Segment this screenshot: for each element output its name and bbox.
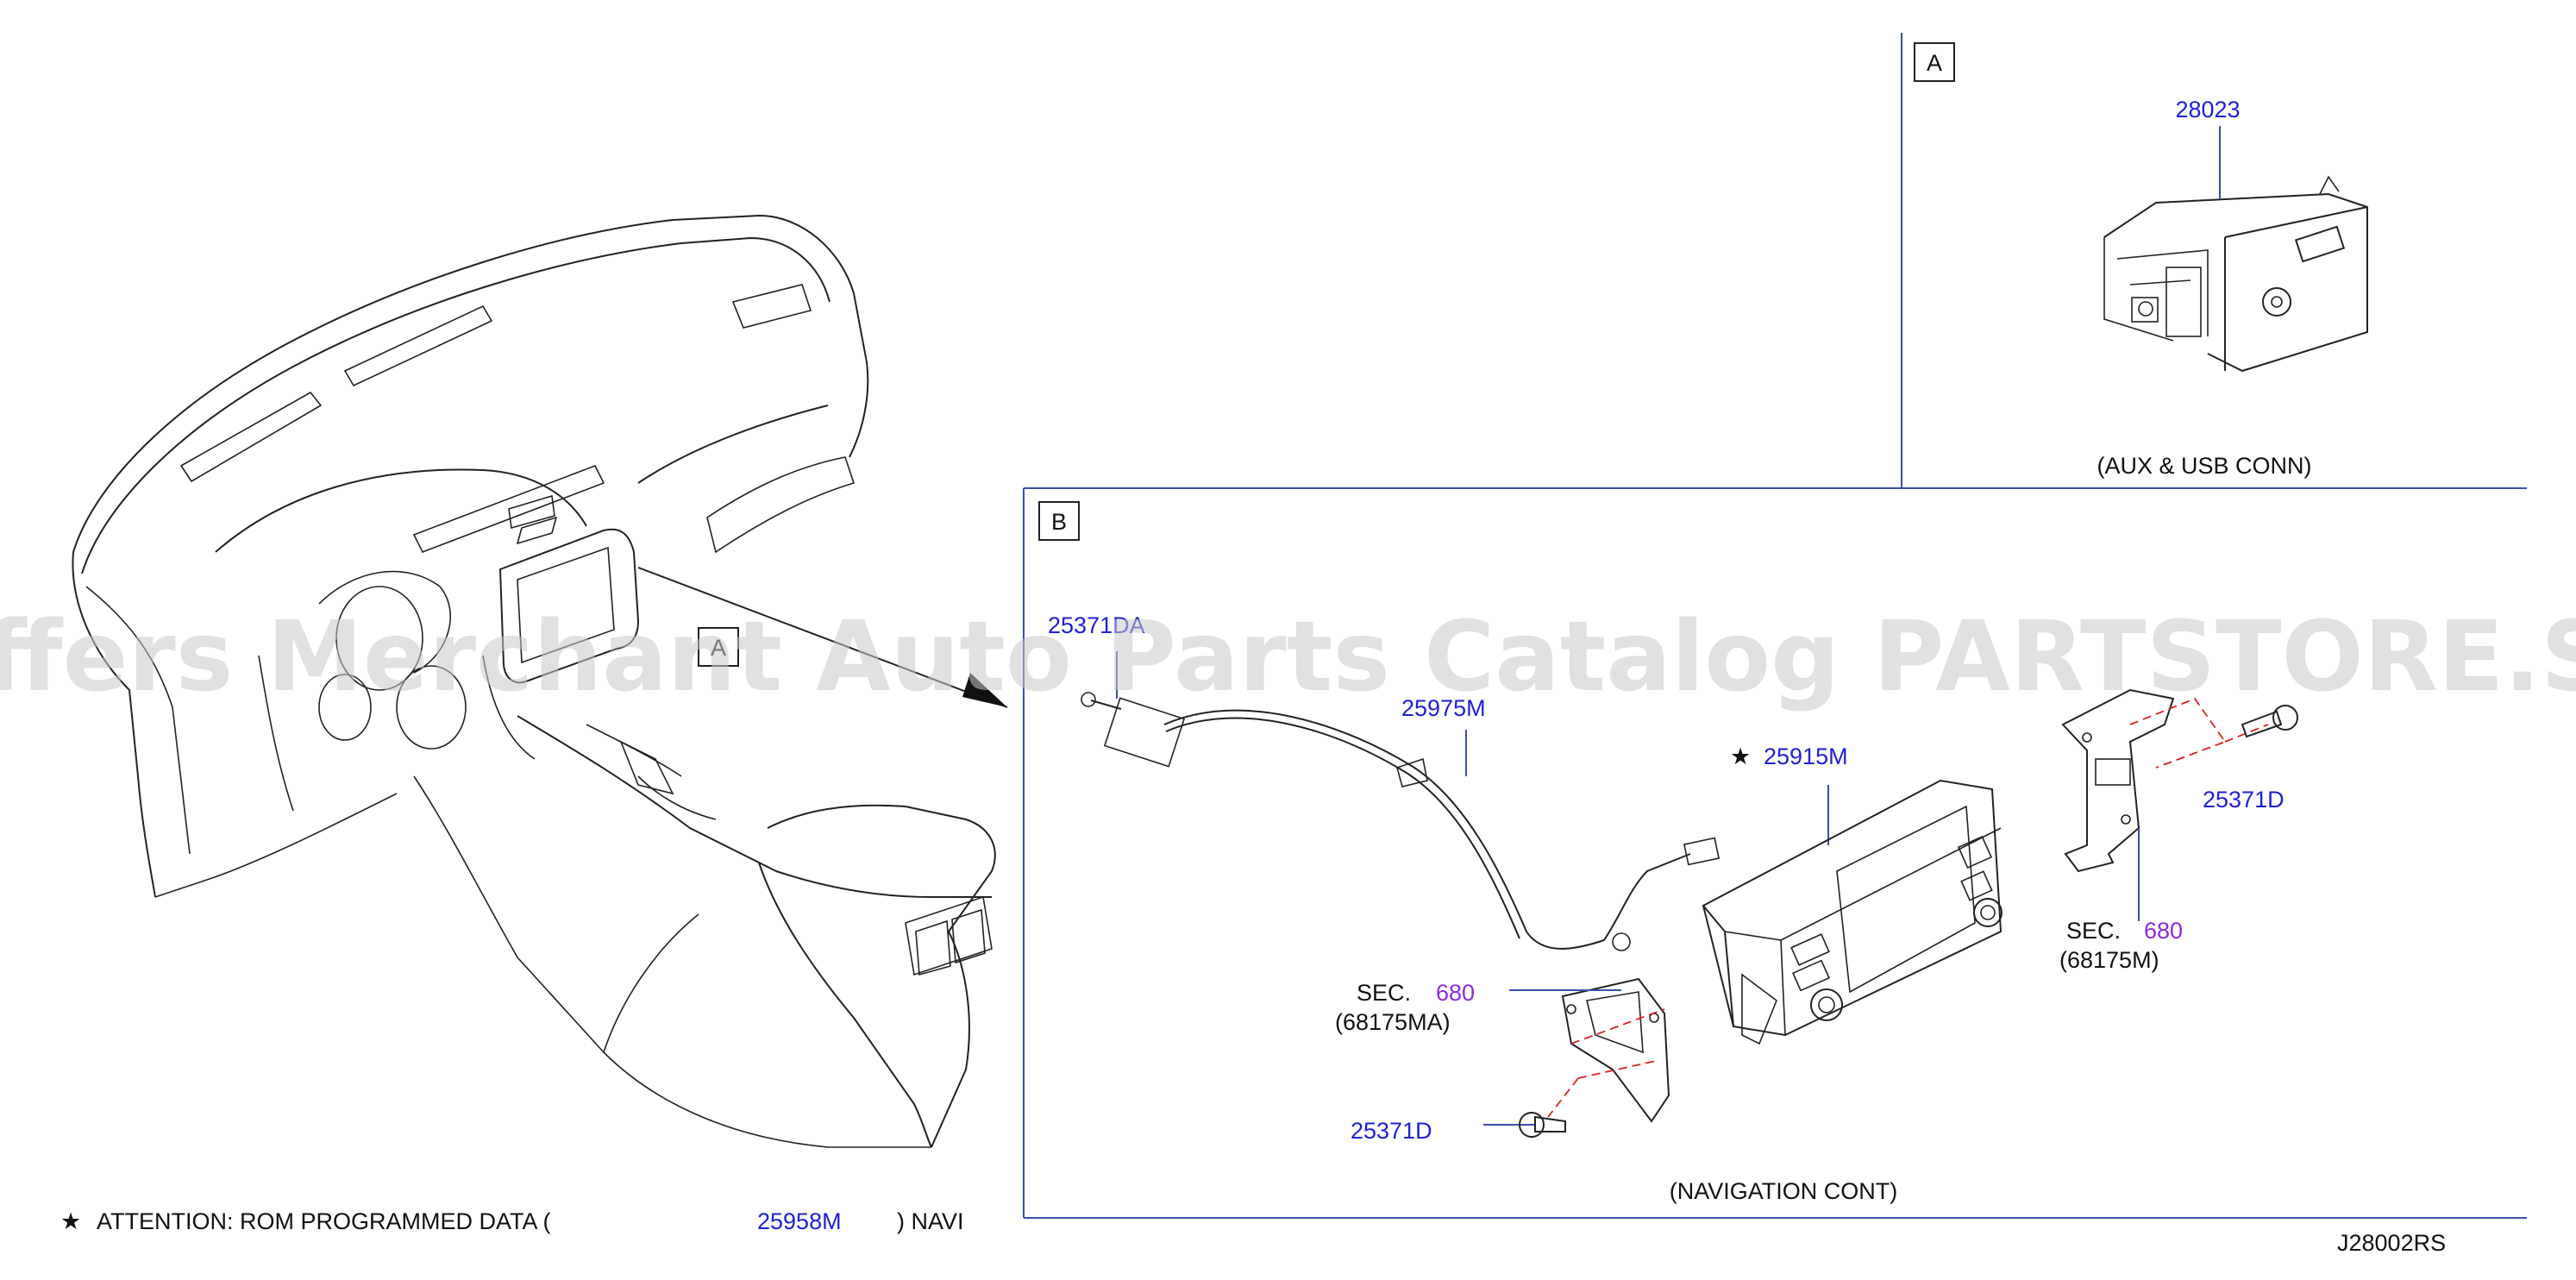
section-b-letter: B bbox=[1051, 509, 1067, 535]
sec-right-sub: (68175M) bbox=[2059, 947, 2159, 973]
sec-left-prefix: SEC. bbox=[1357, 980, 1411, 1006]
part-28023-label[interactable]: 28023 bbox=[2175, 97, 2240, 122]
bracket-right-illustration bbox=[2061, 688, 2298, 921]
sec-left-sub: (68175MA) bbox=[1335, 1009, 1451, 1035]
watermark: Offers Merchant Auto Parts Catalog PARTS… bbox=[0, 601, 2576, 713]
pointer-arrow bbox=[637, 567, 1008, 708]
attention-suffix: ) NAVI bbox=[897, 1208, 964, 1234]
section-b-caption: (NAVIGATION CONT) bbox=[1670, 1178, 1898, 1204]
part-25915m-label[interactable]: 25915M bbox=[1764, 744, 1848, 769]
section-a-caption: (AUX & USB CONN) bbox=[2097, 453, 2311, 479]
navigation-unit-25915m-illustration bbox=[1702, 779, 2003, 1045]
attention-text: ATTENTION: ROM PROGRAMMED DATA ( bbox=[97, 1208, 551, 1234]
aux-usb-connector-illustration bbox=[2103, 126, 2368, 373]
attention-part-25958m[interactable]: 25958M bbox=[757, 1208, 842, 1234]
part-25371d-bottom-label[interactable]: 25371D bbox=[1351, 1118, 1432, 1144]
section-a-letter: A bbox=[1927, 50, 1942, 76]
part-25975m-label[interactable]: 25975M bbox=[1401, 695, 1486, 721]
sec-right-prefix: SEC. bbox=[2066, 918, 2121, 944]
sec-left-number[interactable]: 680 bbox=[1436, 980, 1475, 1006]
attention-star-icon: ★ bbox=[60, 1208, 81, 1234]
sec-right-number[interactable]: 680 bbox=[2144, 918, 2183, 944]
part-25371d-right-label[interactable]: 25371D bbox=[2203, 787, 2285, 813]
section-frames bbox=[1023, 33, 2527, 1219]
dash-callout-letter: A bbox=[711, 635, 726, 661]
cable-25975m-illustration bbox=[1081, 692, 1720, 951]
dash-callout-box bbox=[698, 627, 739, 667]
section-a-label: A bbox=[1914, 42, 1955, 82]
part-25371da-label[interactable]: 25371DA bbox=[1048, 612, 1145, 638]
bracket-left-illustration bbox=[1483, 977, 1670, 1138]
star-icon: ★ bbox=[1730, 744, 1751, 769]
diagram-code: J28002RS bbox=[2337, 1230, 2446, 1256]
section-b-label: B bbox=[1038, 501, 1080, 541]
dashboard-illustration: A bbox=[72, 214, 996, 1148]
